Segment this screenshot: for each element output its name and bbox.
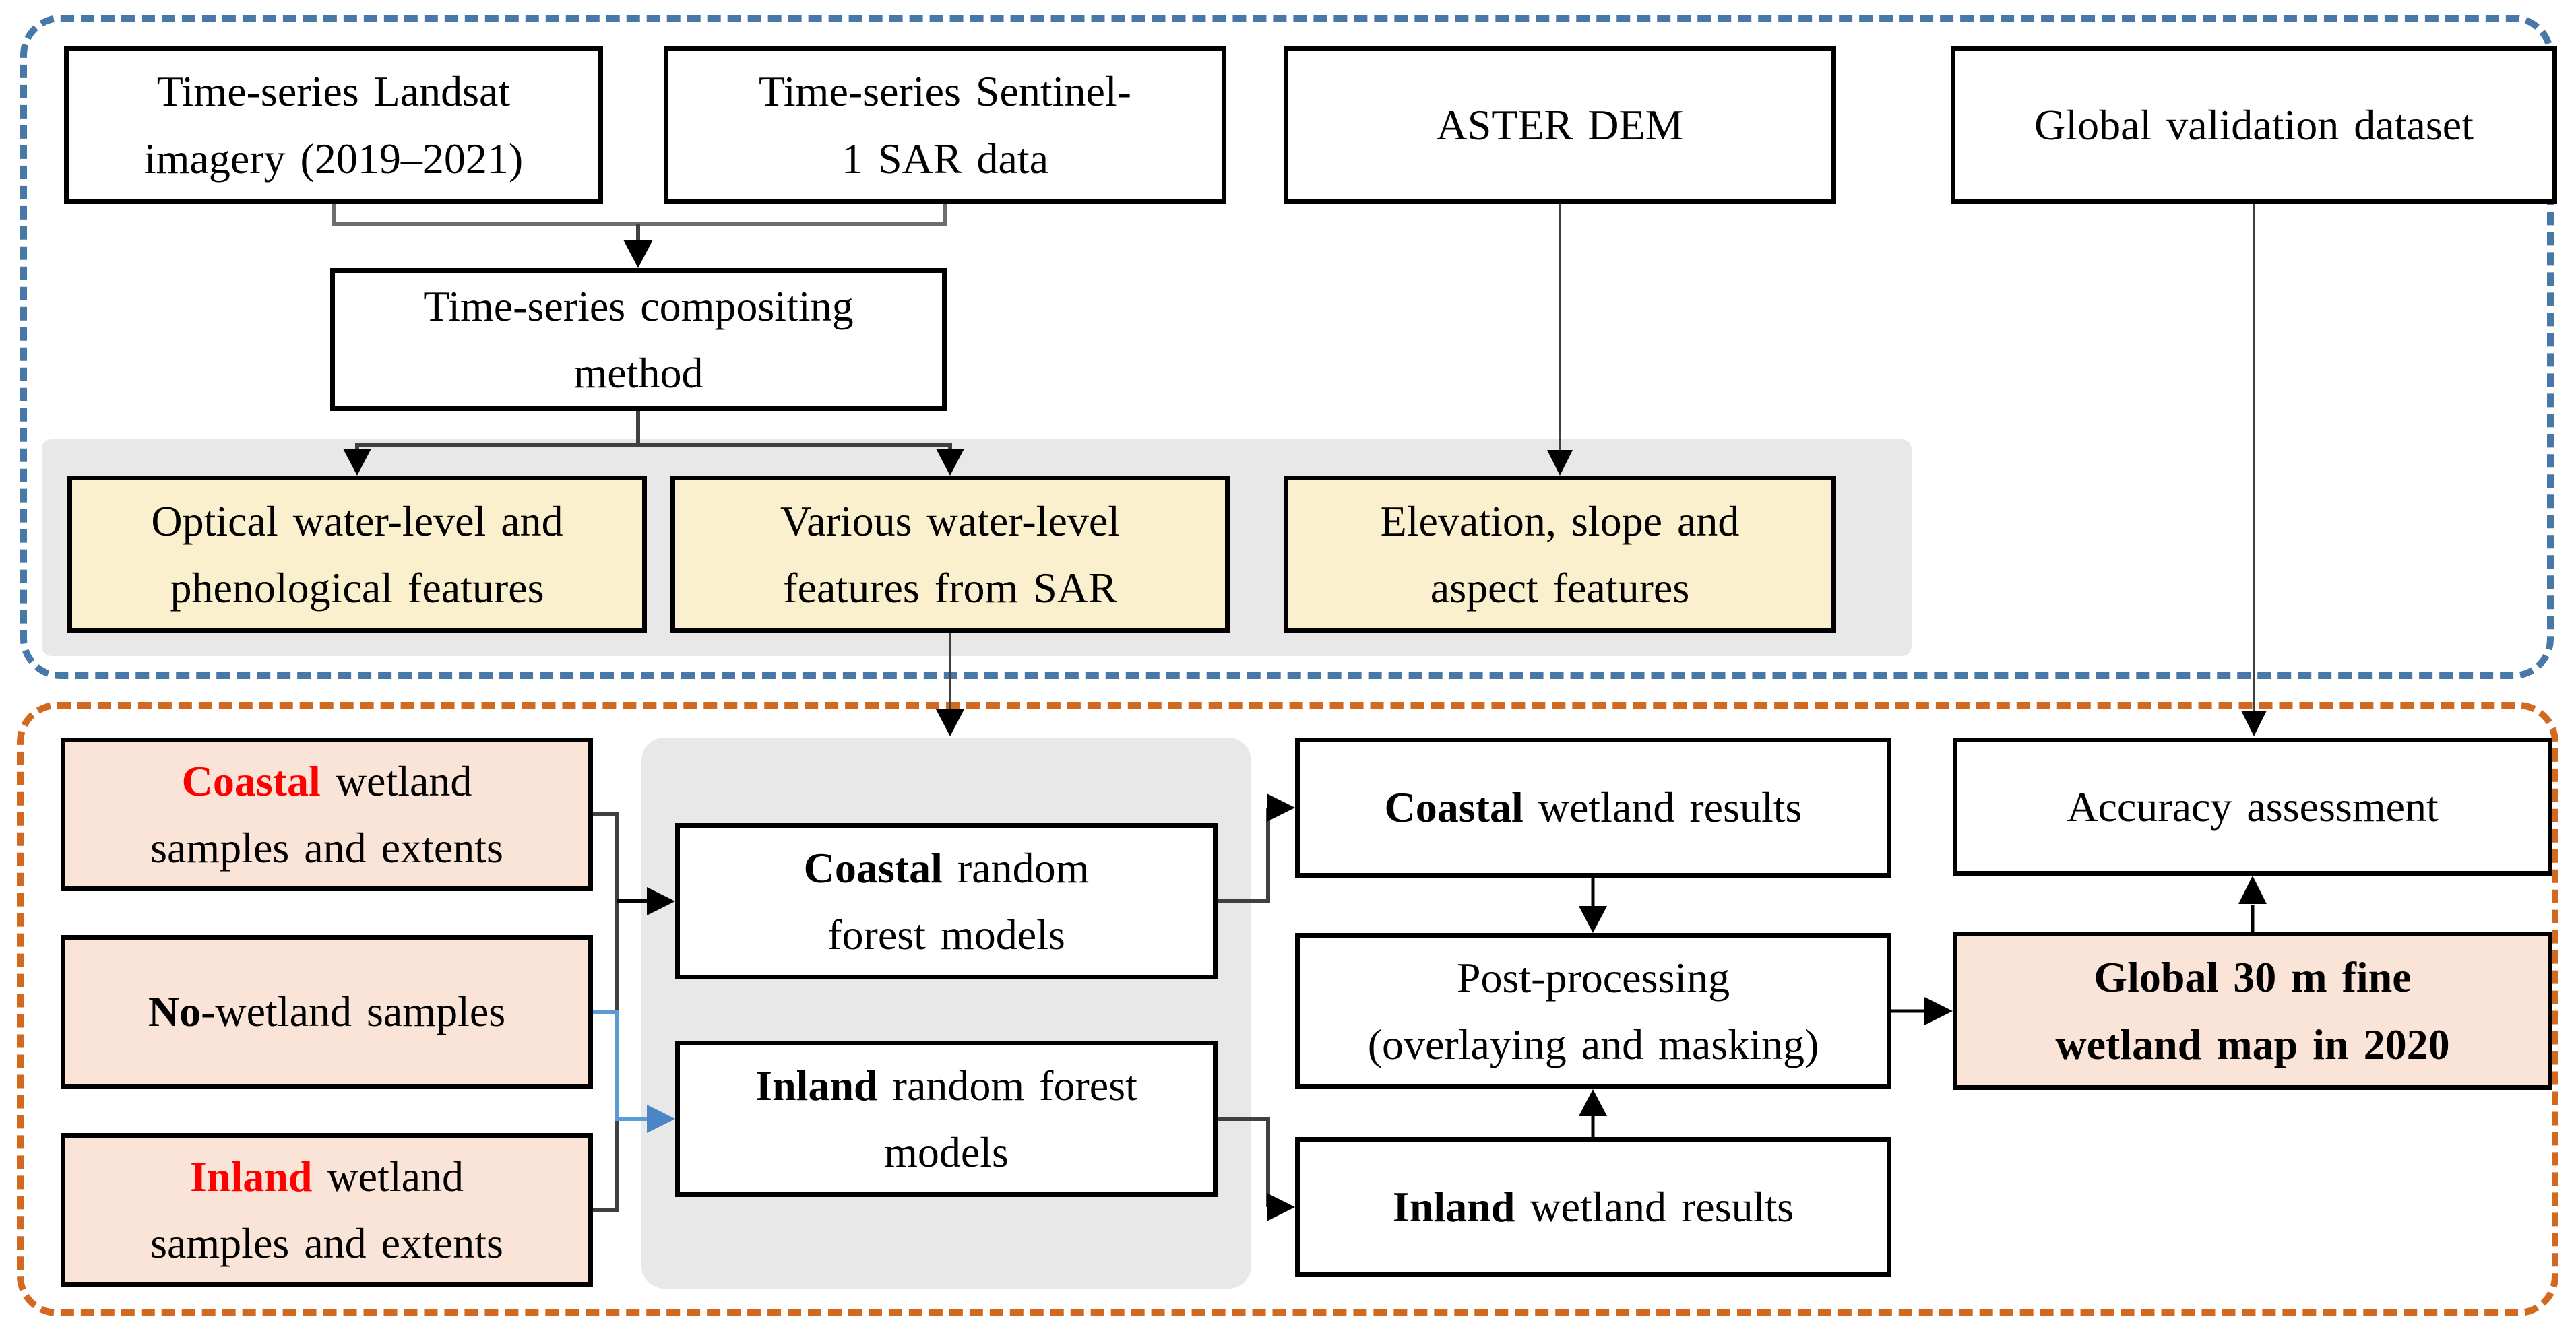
box-post-processing-line1: Post-processing	[1456, 953, 1730, 1002]
box-aster-dem: ASTER DEM	[1284, 46, 1836, 204]
box-optical-features-line2: phenological features	[170, 564, 544, 612]
no-wetland-rest: -wetland samples	[201, 987, 506, 1036]
coastal-results-emphasis: Coastal	[1384, 783, 1523, 832]
inland-results-rest: wetland results	[1515, 1183, 1794, 1231]
box-coastal-rf-line2: forest models	[827, 911, 1065, 959]
box-compositing-method: Time-series compositing method	[330, 268, 947, 411]
no-wetland-emphasis: No	[148, 987, 201, 1036]
box-accuracy-assessment: Accuracy assessment	[1953, 738, 2552, 876]
box-post-processing: Post-processing (overlaying and masking)	[1295, 933, 1891, 1089]
box-accuracy-label: Accuracy assessment	[2067, 782, 2439, 831]
box-terrain-features-line1: Elevation, slope and	[1380, 496, 1740, 545]
box-coastal-samples-line2: samples and extents	[150, 824, 503, 872]
box-sentinel-sar: Time-series Sentinel- 1 SAR data	[664, 46, 1226, 204]
box-sentinel-line2: 1 SAR data	[841, 134, 1049, 183]
box-coastal-rf-models: Coastal random forest models	[675, 823, 1218, 979]
box-inland-rf-models: Inland random forest models	[675, 1041, 1218, 1197]
coastal-rf-rest: random	[942, 843, 1090, 892]
coastal-samples-emphasis: Coastal	[181, 756, 321, 805]
box-coastal-samples-line1: Coastal wetland	[182, 748, 472, 814]
box-inland-samples-line2: samples and extents	[150, 1219, 503, 1267]
coastal-rf-emphasis: Coastal	[803, 843, 943, 892]
section-classification-results	[17, 702, 2558, 1316]
box-coastal-rf-line1: Coastal random	[804, 835, 1090, 901]
box-inland-rf-line1: Inland random forest	[755, 1052, 1137, 1119]
box-optical-features: Optical water-level and phenological fea…	[67, 476, 647, 633]
coastal-samples-rest: wetland	[320, 756, 472, 805]
box-terrain-features-line2: aspect features	[1430, 564, 1690, 612]
box-landsat-line1: Time-series Landsat	[156, 67, 511, 116]
box-global-validation: Global validation dataset	[1951, 46, 2557, 204]
box-global-wetland-map: Global 30 m fine wetland map in 2020	[1953, 932, 2552, 1090]
box-compositing-line2: method	[573, 349, 703, 397]
random-forest-panel	[641, 738, 1251, 1289]
box-post-processing-line2: (overlaying and masking)	[1367, 1020, 1819, 1068]
box-optical-features-line1: Optical water-level and	[151, 496, 563, 545]
box-aster-dem-label: ASTER DEM	[1436, 100, 1684, 149]
box-global-map-line2: wetland map in 2020	[2055, 1020, 2450, 1068]
section-data-inputs-features	[20, 15, 2554, 679]
box-no-wetland-samples: No-wetland samples	[61, 935, 593, 1089]
box-inland-results: Inland wetland results	[1295, 1137, 1891, 1277]
box-terrain-features: Elevation, slope and aspect features	[1284, 476, 1836, 633]
box-sar-features-line1: Various water-level	[780, 496, 1121, 545]
coastal-results-rest: wetland results	[1523, 783, 1802, 832]
box-coastal-samples: Coastal wetland samples and extents	[61, 738, 593, 891]
box-inland-rf-line2: models	[884, 1128, 1009, 1176]
box-global-map-line1: Global 30 m fine	[2094, 953, 2412, 1002]
inland-rf-rest: random forest	[877, 1061, 1137, 1109]
box-inland-samples: Inland wetland samples and extents	[61, 1133, 593, 1287]
box-compositing-line1: Time-series compositing	[423, 282, 854, 330]
box-no-wetland-samples-line: No-wetland samples	[148, 978, 505, 1045]
inland-results-emphasis: Inland	[1392, 1183, 1515, 1231]
inland-samples-rest: wetland	[312, 1152, 464, 1200]
inland-samples-emphasis: Inland	[189, 1152, 313, 1200]
box-sar-features: Various water-level features from SAR	[670, 476, 1230, 633]
box-global-validation-label: Global validation dataset	[2034, 100, 2474, 149]
box-landsat-imagery: Time-series Landsat imagery (2019–2021)	[64, 46, 603, 204]
box-landsat-line2: imagery (2019–2021)	[144, 134, 524, 183]
box-inland-samples-line1: Inland wetland	[190, 1143, 464, 1210]
box-coastal-results: Coastal wetland results	[1295, 738, 1891, 878]
box-sar-features-line2: features from SAR	[783, 564, 1117, 612]
box-sentinel-line1: Time-series Sentinel-	[759, 67, 1131, 116]
inland-rf-emphasis: Inland	[755, 1061, 878, 1109]
box-inland-results-line: Inland wetland results	[1393, 1173, 1794, 1240]
box-coastal-results-line: Coastal wetland results	[1385, 774, 1802, 841]
